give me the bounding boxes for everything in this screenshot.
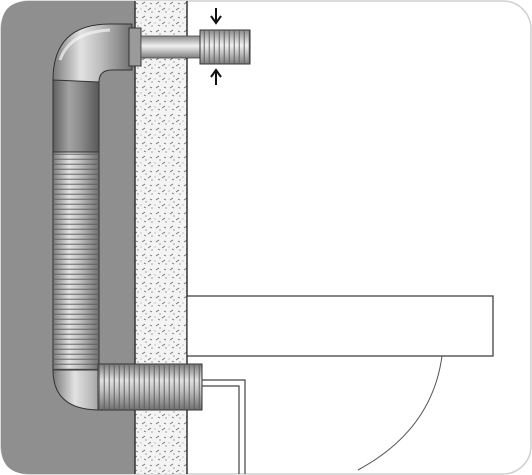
arrow-down-icon — [210, 8, 222, 25]
duct-collar — [52, 77, 100, 153]
elbow-top — [52, 23, 133, 83]
wall-sleeve — [128, 27, 142, 67]
flexible-duct — [52, 149, 100, 373]
drain-pipe — [200, 379, 246, 474]
pipe-stub — [140, 35, 202, 59]
pipe-stub-ribbed — [199, 29, 251, 65]
shelf — [186, 295, 494, 357]
basin-arc — [357, 355, 443, 471]
horizontal-duct — [97, 363, 203, 411]
arrow-up-icon — [210, 68, 222, 85]
